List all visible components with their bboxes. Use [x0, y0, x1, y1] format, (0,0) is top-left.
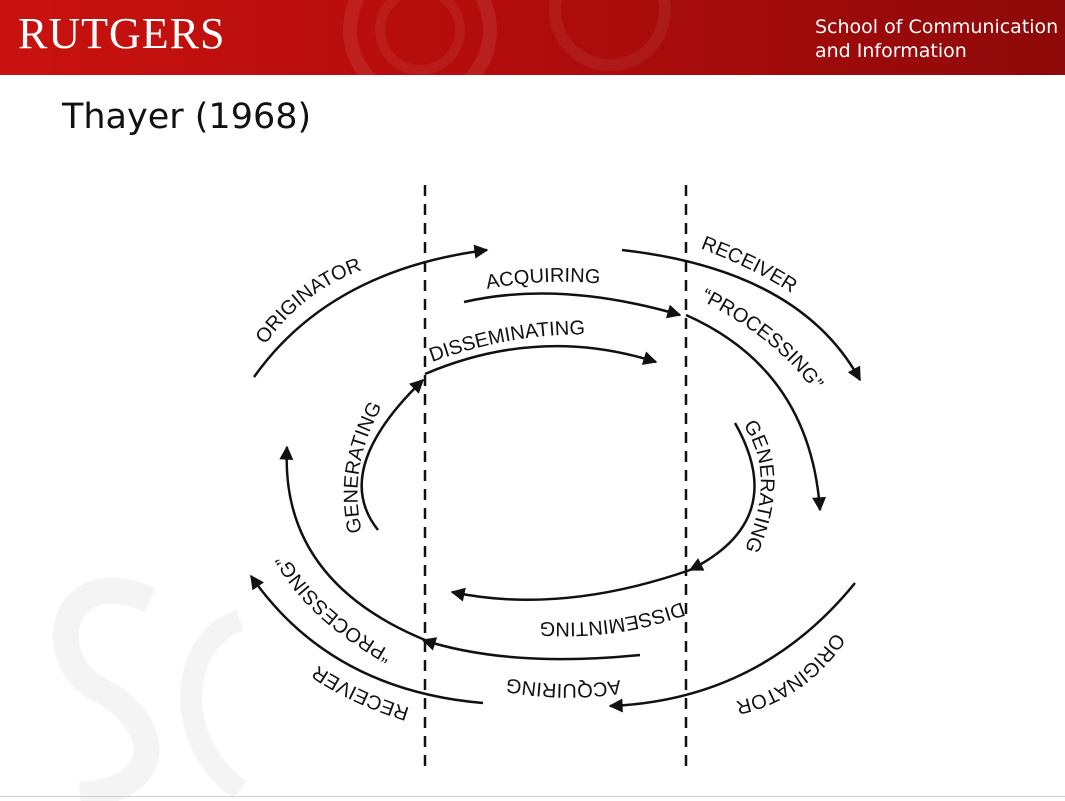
header-watermark: [343, 0, 671, 75]
school-name-line2: and Information: [815, 40, 967, 62]
header-banner: RUTGERS School of Communication and Info…: [0, 0, 1065, 75]
arrow-generating-left: [360, 379, 425, 531]
rutgers-logo: RUTGERS: [18, 9, 226, 58]
label-disseminating-bottom: DISSEMINTING: [539, 597, 687, 639]
arrow-receiver-bottom-left: [249, 574, 484, 705]
label-disseminating-top: DISSEMINATING: [426, 317, 585, 366]
label-generating-left: GENERATING: [340, 398, 386, 535]
school-name-line1: School of Communication: [815, 16, 1059, 38]
arrow-disseminating-bottom: [450, 568, 691, 602]
label-acquiring-top: ACQUIRING: [484, 265, 601, 294]
slide-title: Thayer (1968): [62, 97, 312, 137]
label-processing-left: “PROCESSING”: [272, 551, 396, 667]
label-receiver-top-right: RECEIVER: [698, 232, 800, 297]
arrow-acquiring-bottom: [421, 637, 641, 661]
arrow-originator-bottom-right: [608, 582, 856, 713]
label-acquiring-bottom: ACQUIRING: [504, 673, 622, 701]
arrow-acquiring-top: [463, 292, 682, 319]
label-originator-bottom-right: ORIGINATOR: [734, 629, 849, 718]
arrow-disseminating-top: [424, 344, 658, 376]
arrow-receiver-top-right: [621, 248, 862, 382]
school-name: School of Communication and Information: [815, 15, 1058, 63]
label-originator-top-left: ORIGINATOR: [251, 254, 364, 348]
arrow-processing-right: [685, 313, 827, 512]
arrow-processing-left: [279, 445, 426, 642]
label-processing-right: “PROCESSING”: [698, 285, 827, 394]
label-generating-right: GENERATING: [739, 416, 778, 556]
arrow-generating-right: [688, 422, 756, 572]
arrow-originator-top-left: [252, 244, 489, 378]
footer-divider: [0, 796, 1065, 797]
